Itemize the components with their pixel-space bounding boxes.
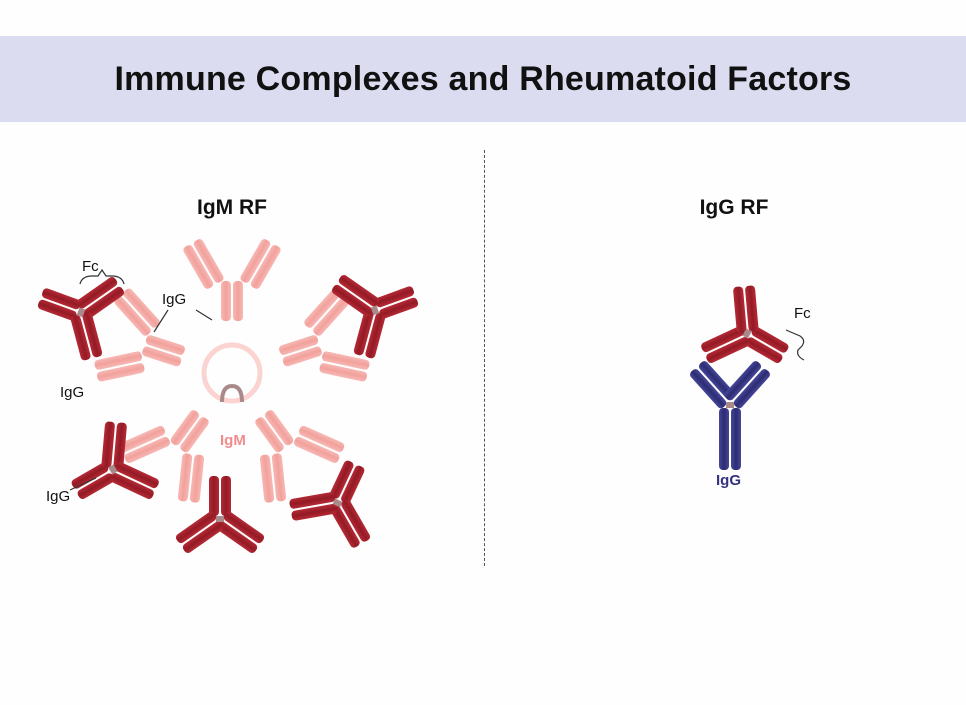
fc-bracket	[79, 268, 125, 285]
panel-title-igm-rf: IgM RF	[197, 196, 267, 219]
panel-title-igg-rf: IgG RF	[699, 196, 769, 219]
igg-label-left-mid: IgG	[60, 384, 84, 401]
igg-rf-blue-antibody	[690, 361, 770, 470]
igm-monomer	[94, 288, 185, 382]
igg-antibody-red-bound	[701, 285, 789, 364]
igg-antibody-bottom-right	[289, 460, 371, 548]
igm-monomer	[255, 410, 345, 503]
fc-label-right: Fc	[794, 305, 811, 322]
igm-monomer	[119, 410, 209, 503]
igg-antibody-mid-left	[71, 421, 159, 500]
panel-divider	[484, 150, 485, 566]
pointer-arrow	[69, 477, 97, 491]
title-banner: Immune Complexes and Rheumatoid Factors	[0, 36, 966, 122]
igg-label-blue: IgG	[716, 472, 741, 489]
fc-bracket-right	[785, 329, 805, 361]
igg-antibody-top-left	[37, 277, 125, 361]
igm-pentamer	[94, 239, 370, 503]
igg-label-left-top: IgG	[162, 291, 186, 308]
pointer-arrow	[153, 309, 169, 333]
j-chain-icon	[220, 383, 244, 403]
igg-antibody-top-right	[331, 275, 419, 359]
igm-label: IgM	[220, 432, 246, 449]
igg-antibody-bottom-center	[175, 476, 265, 553]
page-title: Immune Complexes and Rheumatoid Factors	[114, 59, 852, 98]
fc-label: Fc	[82, 258, 99, 275]
igm-monomer	[279, 288, 370, 382]
igm-monomer	[183, 239, 281, 321]
igm-core-ring	[201, 342, 263, 404]
pointer-arrow	[195, 309, 213, 321]
igg-label-left-bottom: IgG	[46, 488, 70, 505]
